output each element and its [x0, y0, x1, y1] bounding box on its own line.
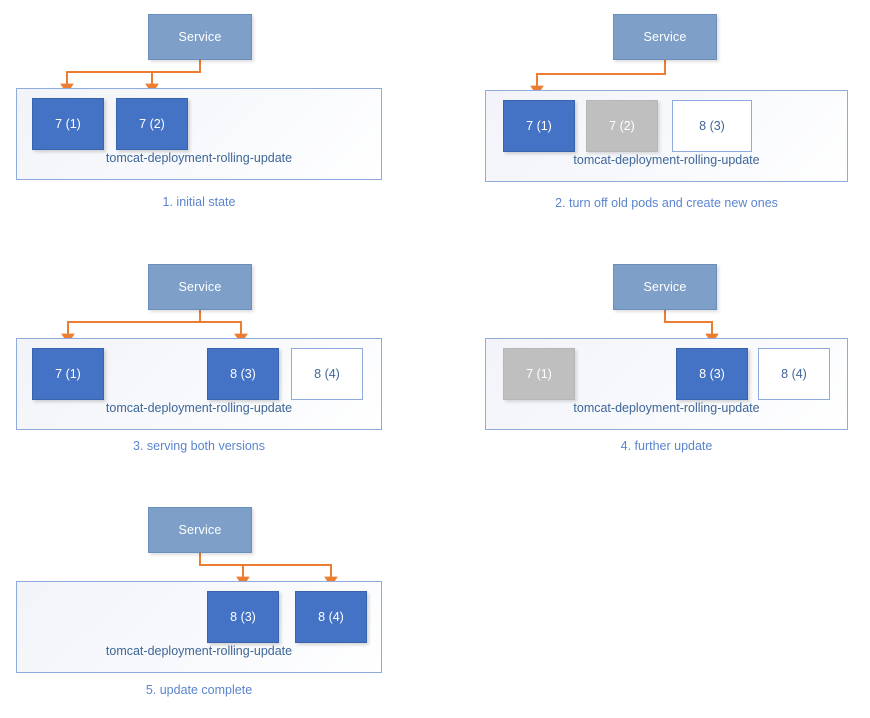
- pod-8-4[interactable]: 8 (4): [758, 348, 830, 400]
- pod-label: 7 (1): [526, 366, 552, 381]
- service-box[interactable]: Service: [613, 264, 717, 310]
- panel-2-caption: 2. turn off old pods and create new ones: [555, 196, 778, 210]
- pod-7-2[interactable]: 7 (2): [586, 100, 658, 152]
- panel-3-caption: 3. serving both versions: [132, 439, 265, 453]
- pod-label: 8 (3): [699, 118, 725, 133]
- panel-5-arrows: [199, 553, 338, 587]
- pod-8-3[interactable]: 8 (3): [207, 348, 279, 400]
- pod-8-4[interactable]: 8 (4): [291, 348, 363, 400]
- service-box[interactable]: Service: [148, 14, 252, 60]
- pod-8-4[interactable]: 8 (4): [295, 591, 367, 643]
- service-label: Service: [178, 522, 222, 537]
- pod-label: 7 (1): [55, 366, 81, 381]
- panel-3-arrows: [61, 310, 248, 344]
- pod-7-1[interactable]: 7 (1): [32, 348, 104, 400]
- panel-4-arrows: [664, 310, 719, 344]
- pod-7-1[interactable]: 7 (1): [503, 348, 575, 400]
- panel-5-caption: 5. update complete: [145, 683, 253, 697]
- pod-8-3[interactable]: 8 (3): [672, 100, 752, 152]
- deployment-label: tomcat-deployment-rolling-update: [573, 401, 760, 415]
- service-box[interactable]: Service: [613, 14, 717, 60]
- service-box[interactable]: Service: [148, 264, 252, 310]
- pod-label: 7 (2): [139, 116, 165, 131]
- pod-label: 8 (4): [314, 366, 340, 381]
- pod-label: 8 (3): [699, 366, 725, 381]
- deployment-label: tomcat-deployment-rolling-update: [105, 151, 293, 165]
- pod-label: 7 (2): [609, 118, 635, 133]
- service-label: Service: [643, 29, 687, 44]
- pod-8-3[interactable]: 8 (3): [207, 591, 279, 643]
- service-label: Service: [178, 279, 222, 294]
- pod-8-3[interactable]: 8 (3): [676, 348, 748, 400]
- service-label: Service: [178, 29, 222, 44]
- pod-label: 8 (4): [781, 366, 807, 381]
- panel-1-caption: 1. initial state: [162, 195, 236, 209]
- deployment-label: tomcat-deployment-rolling-update: [573, 153, 760, 167]
- pod-label: 7 (1): [55, 116, 81, 131]
- service-label: Service: [643, 279, 687, 294]
- panel-4-caption: 4. further update: [620, 439, 713, 453]
- pod-7-1[interactable]: 7 (1): [32, 98, 104, 150]
- pod-7-1[interactable]: 7 (1): [503, 100, 575, 152]
- deployment-label: tomcat-deployment-rolling-update: [105, 644, 293, 658]
- service-box[interactable]: Service: [148, 507, 252, 553]
- pod-7-2[interactable]: 7 (2): [116, 98, 188, 150]
- pod-label: 8 (3): [230, 366, 256, 381]
- deployment-label: tomcat-deployment-rolling-update: [105, 401, 293, 415]
- pod-label: 7 (1): [526, 118, 552, 133]
- panel-1-arrows: [60, 60, 201, 94]
- pod-label: 8 (4): [318, 609, 344, 624]
- panel-2-arrows: [530, 60, 666, 96]
- pod-label: 8 (3): [230, 609, 256, 624]
